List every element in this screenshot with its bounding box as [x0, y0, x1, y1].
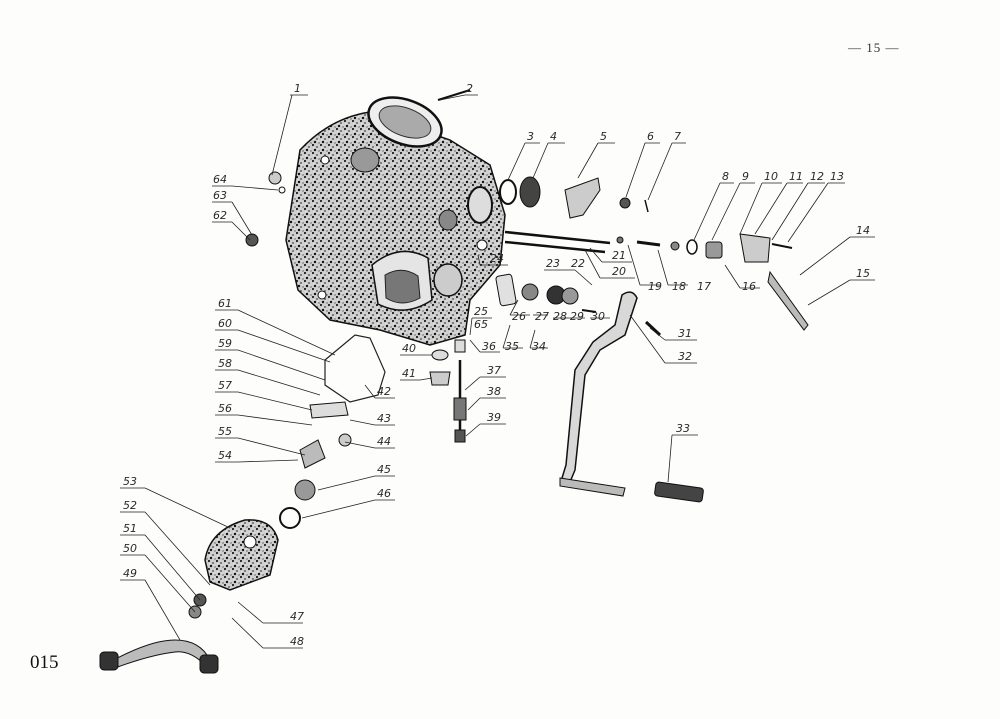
callout-50: 50: [123, 542, 137, 555]
callout-34: 34: [532, 340, 546, 353]
callout-23: 23: [546, 257, 560, 270]
callout-15: 15: [856, 267, 870, 280]
callout-3: 3: [527, 130, 534, 143]
callout-31: 31: [678, 327, 692, 340]
callout-11: 11: [789, 170, 803, 183]
callout-53: 53: [123, 475, 137, 488]
callout-65: 65: [474, 318, 488, 331]
callout-33: 33: [676, 422, 690, 435]
gear-lever: [99, 593, 219, 674]
callout-42: 42: [377, 385, 391, 398]
callout-labels: 1 2 3 4 5 6 7 8 9 10 11 12 13 14 15 16 1…: [123, 82, 870, 648]
callout-24: 24: [490, 252, 504, 265]
callout-58: 58: [218, 357, 232, 370]
callout-54: 54: [218, 449, 232, 462]
callout-44: 44: [377, 435, 391, 448]
callout-43: 43: [377, 412, 391, 425]
callout-51: 51: [123, 522, 137, 535]
callout-17: 17: [697, 280, 711, 293]
callout-22: 22: [571, 257, 585, 270]
callout-30: 30: [591, 310, 605, 323]
callout-6: 6: [647, 130, 654, 143]
callout-29: 29: [570, 310, 584, 323]
callout-21: 21: [612, 249, 626, 262]
callout-14: 14: [856, 224, 870, 237]
callout-2: 2: [466, 82, 473, 95]
outer-cover: [204, 519, 279, 591]
callout-60: 60: [218, 317, 232, 330]
callout-25: 25: [474, 305, 488, 318]
callout-64: 64: [213, 173, 227, 186]
gearbox-housing: [285, 96, 506, 346]
callout-9: 9: [742, 170, 749, 183]
callout-5: 5: [600, 130, 607, 143]
callout-59: 59: [218, 337, 232, 350]
callout-12: 12: [810, 170, 824, 183]
callout-46: 46: [377, 487, 391, 500]
callout-48: 48: [290, 635, 304, 648]
small-parts: [245, 89, 809, 529]
callout-57: 57: [218, 379, 232, 392]
callout-32: 32: [678, 350, 692, 363]
callout-16: 16: [742, 280, 756, 293]
callout-62: 62: [213, 209, 227, 222]
callout-55: 55: [218, 425, 232, 438]
callout-47: 47: [290, 610, 304, 623]
cover-gasket: [324, 334, 386, 403]
callout-10: 10: [764, 170, 778, 183]
plate-number: 015: [30, 652, 59, 673]
callout-7: 7: [674, 130, 681, 143]
callout-27: 27: [535, 310, 549, 323]
page-number: — 15 —: [848, 40, 900, 55]
callout-49: 49: [123, 567, 137, 580]
callout-56: 56: [218, 402, 232, 415]
callout-35: 35: [505, 340, 519, 353]
callout-45: 45: [377, 463, 391, 476]
callout-19: 19: [648, 280, 662, 293]
callout-41: 41: [402, 367, 416, 380]
callout-4: 4: [550, 130, 557, 143]
callout-13: 13: [830, 170, 844, 183]
callout-20: 20: [612, 265, 626, 278]
callout-38: 38: [487, 385, 501, 398]
callout-1: 1: [294, 82, 301, 95]
callout-26: 26: [512, 310, 526, 323]
callout-37: 37: [487, 364, 501, 377]
callout-63: 63: [213, 189, 227, 202]
callout-52: 52: [123, 499, 137, 512]
callout-40: 40: [402, 342, 416, 355]
kickstart-lever: [559, 291, 638, 497]
callout-18: 18: [672, 280, 686, 293]
leader-lines: [120, 94, 875, 649]
callout-8: 8: [722, 170, 729, 183]
callout-28: 28: [553, 310, 567, 323]
callout-36: 36: [482, 340, 496, 353]
rubber-pedal: [654, 481, 704, 503]
callout-61: 61: [218, 297, 232, 310]
callout-39: 39: [487, 411, 501, 424]
